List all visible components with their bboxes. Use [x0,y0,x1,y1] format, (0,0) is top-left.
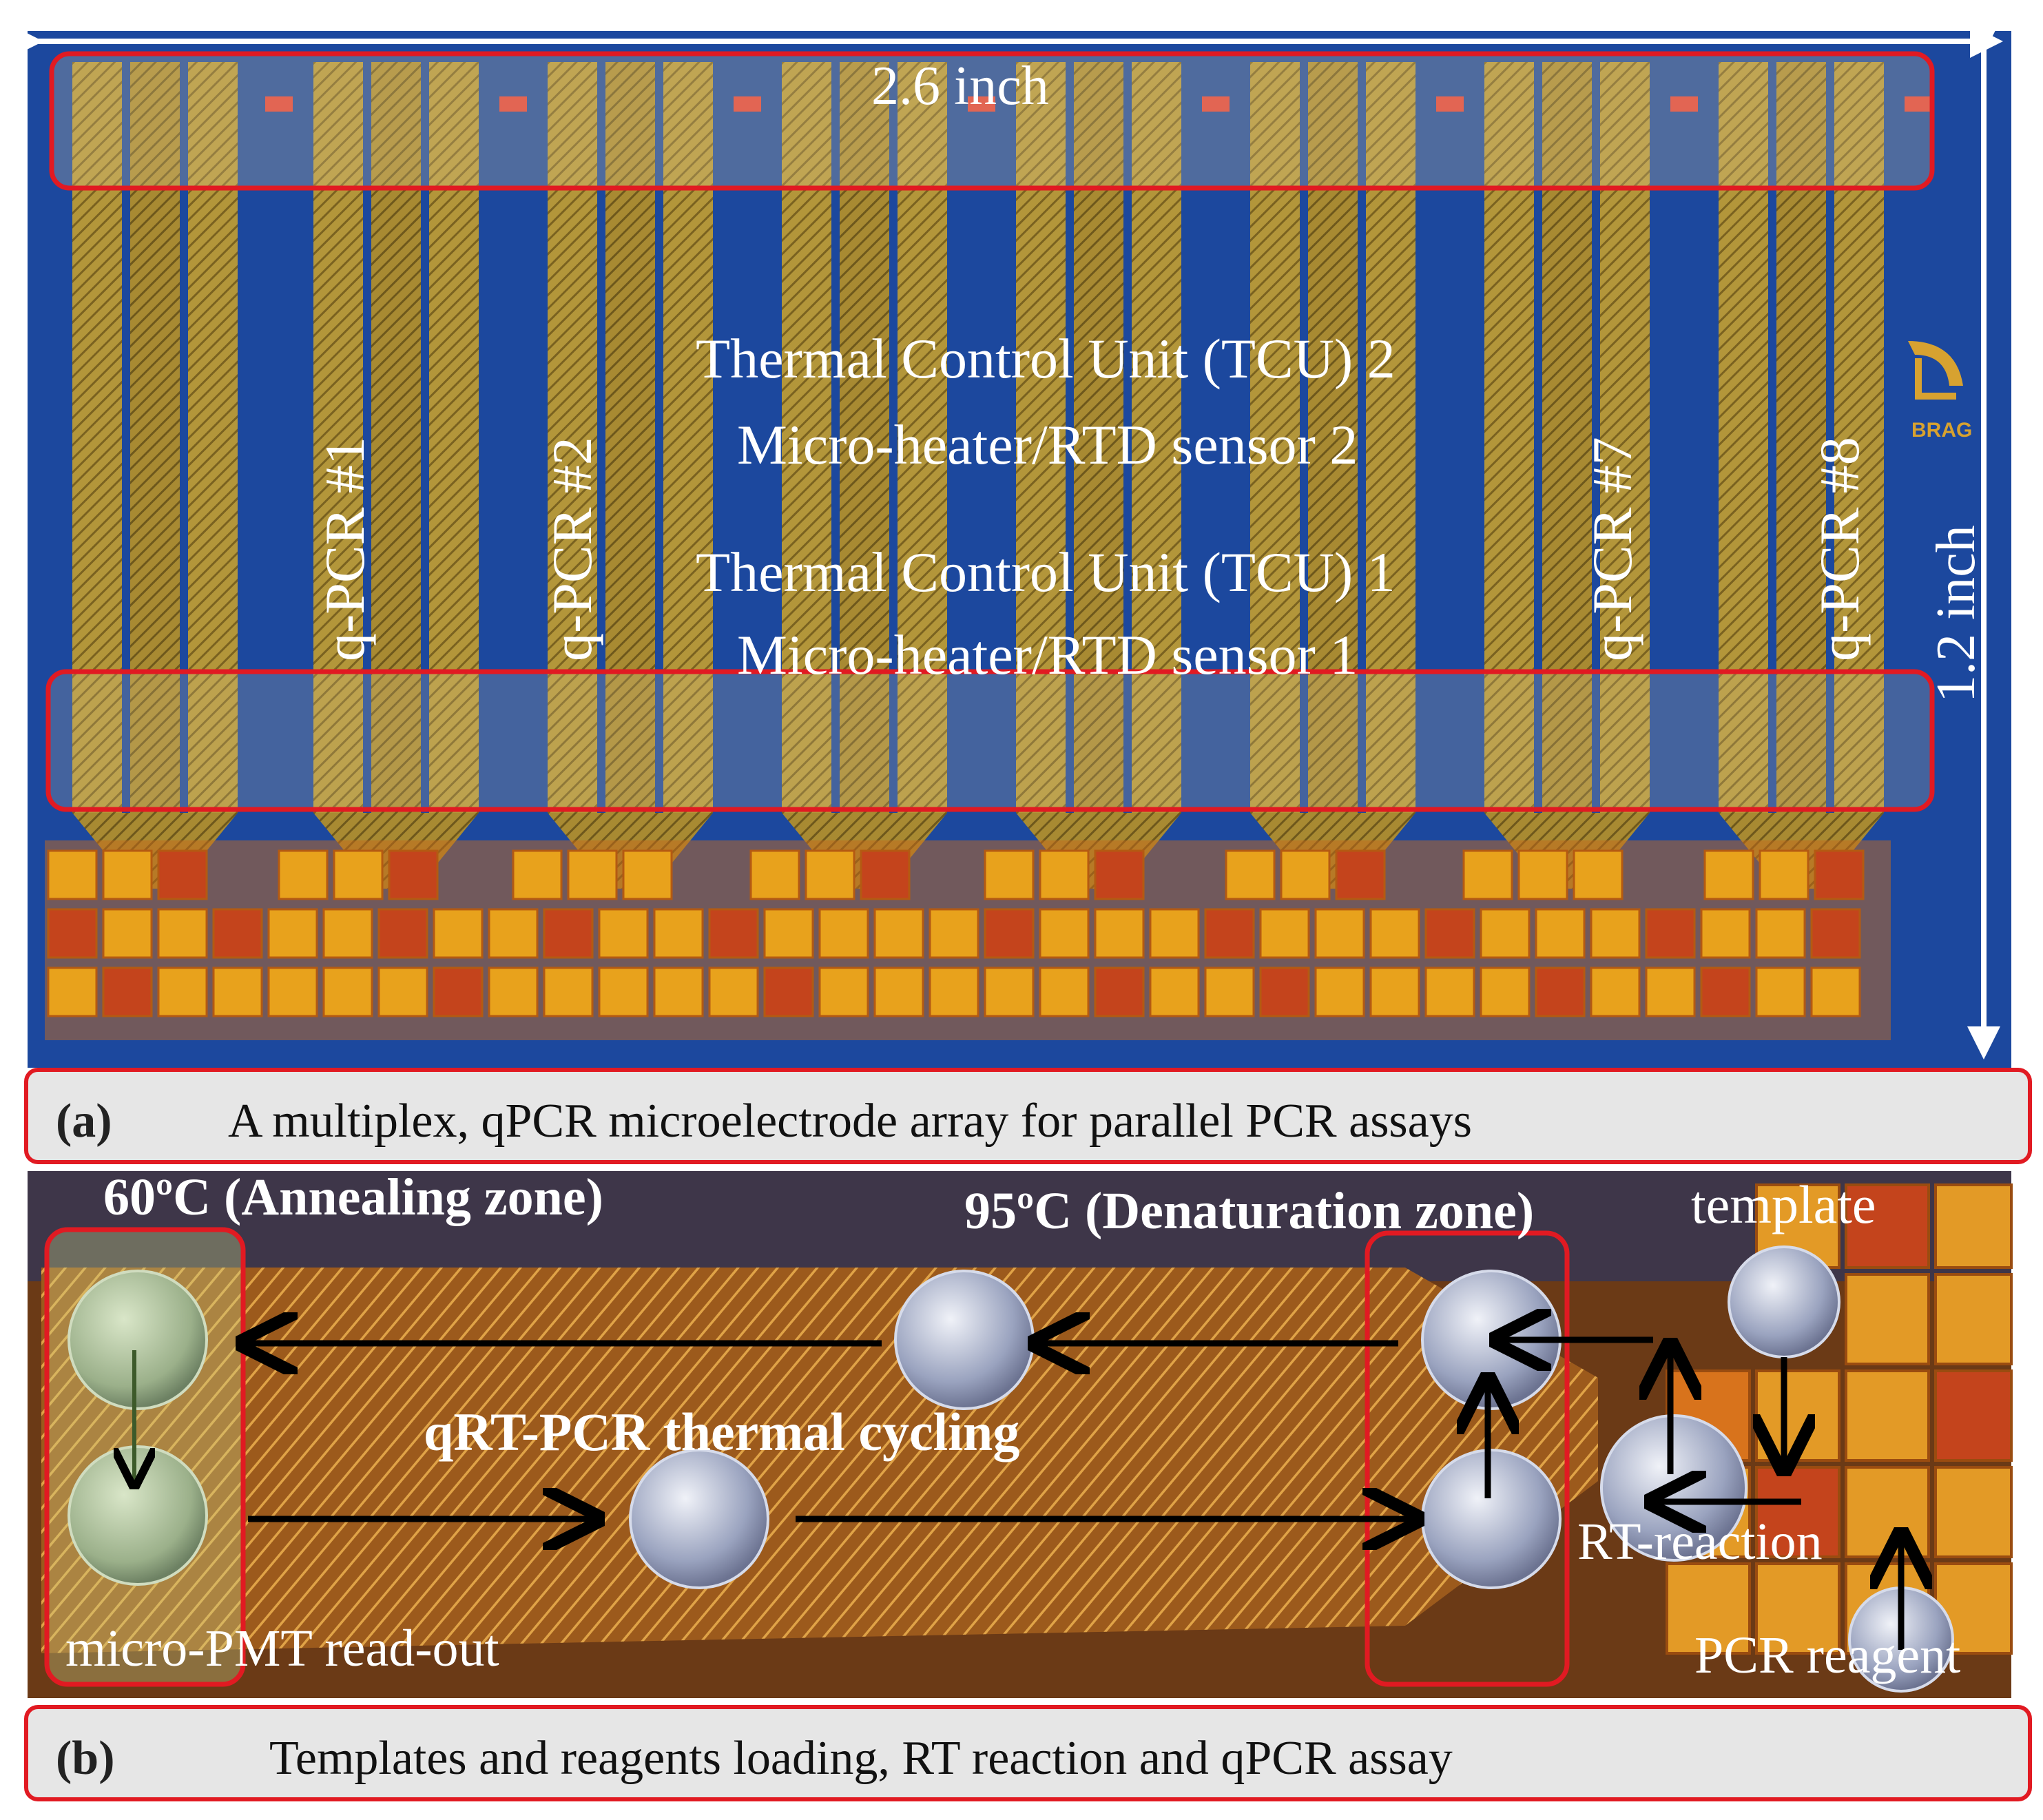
flow-arrows [248,1340,1901,1650]
caption-b-text: Templates and reagents loading, RT react… [269,1732,1453,1785]
annealing-zone-label: 60ºC (Annealing zone) [103,1168,603,1226]
tcu1-title: Thermal Control Unit (TCU) 1 [696,541,1396,603]
denaturation-zone-label: 95ºC (Denaturation zone) [964,1182,1535,1240]
template-label: template [1691,1175,1876,1234]
droplets [68,1245,1954,1693]
caption-a-text: A multiplex, qPCR microelectrode array f… [228,1095,1472,1148]
pcr-reagent-label: PCR reagent [1694,1626,1961,1684]
droplet-icon [68,1445,208,1586]
caption-a: (a) A multiplex, qPCR microelectrode arr… [24,1068,2032,1164]
readout-label: micro-PMT read-out [65,1620,499,1677]
caption-b: (b) Templates and reagents loading, RT r… [24,1705,2032,1801]
droplet-icon [1728,1245,1840,1358]
brag-logo-text: BRAG [1911,419,1973,442]
heater-band [41,1268,1598,1653]
rt-reaction-label: RT-reaction [1577,1513,1823,1571]
droplet-icon [894,1270,1035,1410]
tcu2-title: Thermal Control Unit (TCU) 2 [696,327,1396,390]
bond-pad-grid [45,840,1891,1040]
thermal-cycling-label: qRT-PCR thermal cycling [424,1402,1020,1462]
channel-contacts [265,96,1932,112]
caption-a-letter: (a) [56,1095,112,1148]
width-label: 2.6 inch [871,56,1049,116]
brag-logo-icon [1908,341,1963,400]
denaturation-zone-box [1365,1230,1570,1687]
droplet-icon [68,1270,208,1410]
droplet-icon [1421,1449,1562,1589]
tcu1-highlight [45,669,1935,812]
tcu1-subtitle: Micro-heater/RTD sensor 1 [737,627,1358,676]
droplet-icon [629,1449,769,1589]
caption-b-letter: (b) [56,1732,115,1785]
tcu2-subtitle: Micro-heater/RTD sensor 2 [737,413,1358,476]
